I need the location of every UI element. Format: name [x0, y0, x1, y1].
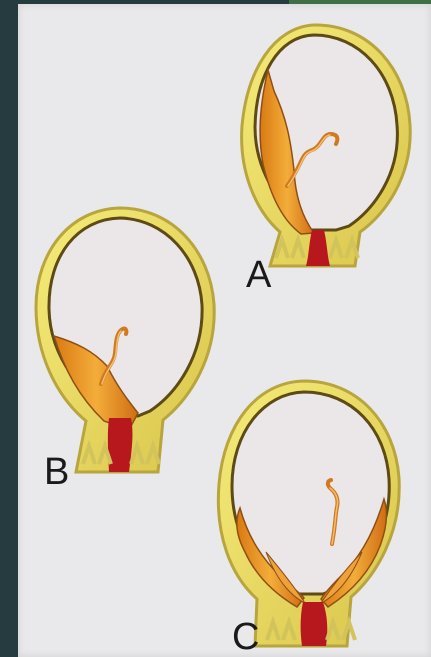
diagram-panel: A B C [18, 4, 431, 657]
uterus-c-cervix [301, 602, 328, 646]
uterus-a [242, 25, 411, 266]
uterus-c [218, 381, 399, 646]
uterus-b [36, 208, 214, 472]
label-b: B [44, 453, 69, 491]
label-c: C [232, 618, 259, 656]
placenta-position-diagram [18, 4, 431, 657]
label-a: A [246, 256, 271, 294]
uterus-b-cervix [108, 418, 133, 472]
